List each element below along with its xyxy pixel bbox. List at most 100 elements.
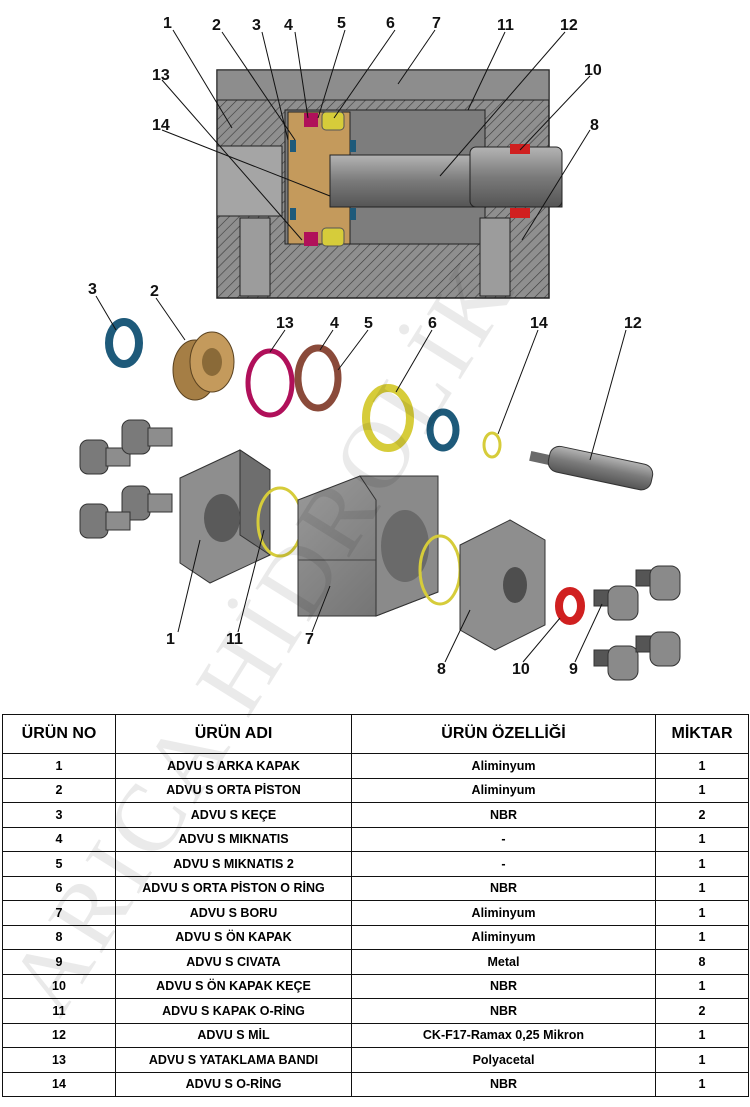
cell-no: 7 — [2, 900, 116, 926]
section-callout-3: 3 — [252, 17, 261, 34]
part-9-bolts-left — [79, 419, 173, 539]
section-callout-5: 5 — [337, 15, 346, 32]
header-urun-ozelligi: ÜRÜN ÖZELLİĞİ — [351, 714, 656, 754]
section-callout-14: 14 — [152, 117, 170, 134]
cell-qty: 1 — [655, 777, 749, 803]
cell-qty: 1 — [655, 1047, 749, 1073]
exploded-callout-13: 13 — [276, 315, 294, 332]
cell-no: 14 — [2, 1071, 116, 1097]
cell-qty: 1 — [655, 753, 749, 779]
section-view — [216, 69, 563, 299]
part-12-rod — [529, 445, 654, 491]
exploded-parts — [79, 318, 681, 681]
exploded-callout-2: 2 — [150, 283, 159, 300]
cell-name: ADVU S MİL — [115, 1022, 352, 1048]
exploded-callout-6: 6 — [428, 315, 437, 332]
cell-name: ADVU S ÖN KAPAK KEÇE — [115, 973, 352, 999]
section-callout-7: 7 — [432, 15, 441, 32]
exploded-callout-12: 12 — [624, 315, 642, 332]
section-callout-labels: 1 2 3 4 5 6 7 11 12 13 14 10 8 — [152, 15, 602, 134]
section-callout-2: 2 — [212, 17, 221, 34]
part-3b-wiper-seal — [426, 408, 460, 452]
part-2-piston — [172, 331, 235, 401]
section-callout-6: 6 — [386, 15, 395, 32]
cell-spec: NBR — [351, 973, 656, 999]
exploded-callout-8: 8 — [437, 661, 446, 678]
section-seal-top — [304, 113, 318, 127]
exploded-callout-1: 1 — [166, 631, 175, 648]
cell-spec: Aliminyum — [351, 924, 656, 950]
cell-qty: 8 — [655, 949, 749, 975]
section-rod-seal-top — [510, 144, 530, 154]
section-seal-bottom — [304, 232, 318, 246]
cell-no: 8 — [2, 924, 116, 950]
cell-spec: CK-F17-Ramax 0,25 Mikron — [351, 1022, 656, 1048]
section-wiper-right-top — [350, 140, 356, 152]
cell-qty: 1 — [655, 826, 749, 852]
cell-name: ADVU S ORTA PİSTON O RİNG — [115, 875, 352, 901]
cell-no: 1 — [2, 753, 116, 779]
cell-spec: - — [351, 851, 656, 877]
section-tube-top-band — [216, 69, 550, 101]
part-10-front-seal — [555, 587, 585, 625]
section-callout-1: 1 — [163, 15, 172, 32]
exploded-callout-14: 14 — [530, 315, 548, 332]
part-3-wiper-seal — [105, 318, 143, 368]
cell-no: 9 — [2, 949, 116, 975]
part-8-front-cap — [459, 519, 546, 651]
section-rod-seal-bottom — [510, 208, 530, 218]
section-callout-12: 12 — [560, 17, 578, 34]
exploded-callouts — [95, 295, 627, 663]
cell-spec: Aliminyum — [351, 900, 656, 926]
cell-qty: 2 — [655, 802, 749, 828]
cell-name: ADVU S MIKNATIS 2 — [115, 851, 352, 877]
cell-no: 3 — [2, 802, 116, 828]
part-6-piston-oring — [362, 384, 414, 452]
cell-no: 12 — [2, 1022, 116, 1048]
section-magnet-bottom — [321, 227, 345, 247]
section-callout-13: 13 — [152, 67, 170, 84]
exploded-callout-9: 9 — [569, 661, 578, 678]
exploded-callout-11: 11 — [226, 631, 243, 648]
cell-spec: Aliminyum — [351, 753, 656, 779]
part-13-bearing-band — [245, 348, 295, 418]
cell-name: ADVU S KAPAK O-RİNG — [115, 998, 352, 1024]
section-callout-8: 8 — [590, 117, 599, 134]
cell-qty: 2 — [655, 998, 749, 1024]
section-callout-4: 4 — [284, 17, 293, 34]
section-callouts — [161, 29, 591, 241]
cell-spec: NBR — [351, 875, 656, 901]
cell-qty: 1 — [655, 1022, 749, 1048]
cell-no: 10 — [2, 973, 116, 999]
exploded-callout-4: 4 — [330, 315, 339, 332]
cell-qty: 1 — [655, 900, 749, 926]
section-wiper-left-top — [290, 140, 296, 152]
cell-qty: 1 — [655, 1071, 749, 1097]
cell-spec: Metal — [351, 949, 656, 975]
cell-spec: NBR — [351, 1071, 656, 1097]
cell-no: 6 — [2, 875, 116, 901]
cell-spec: - — [351, 826, 656, 852]
cell-no: 4 — [2, 826, 116, 852]
cell-qty: 1 — [655, 875, 749, 901]
part-9-bolts-right — [593, 565, 681, 681]
section-callout-10: 10 — [584, 62, 602, 79]
exploded-assembly-drawing: 1 2 3 4 5 6 7 11 12 13 14 10 8 — [79, 15, 681, 681]
section-wiper-right-bottom — [350, 208, 356, 220]
cell-spec: Polyacetal — [351, 1047, 656, 1073]
cell-name: ADVU S ÖN KAPAK — [115, 924, 352, 950]
table-header-row: ÜRÜN NO ÜRÜN ADI ÜRÜN ÖZELLİĞİ MİKTAR — [2, 714, 749, 754]
cell-no: 13 — [2, 1047, 116, 1073]
